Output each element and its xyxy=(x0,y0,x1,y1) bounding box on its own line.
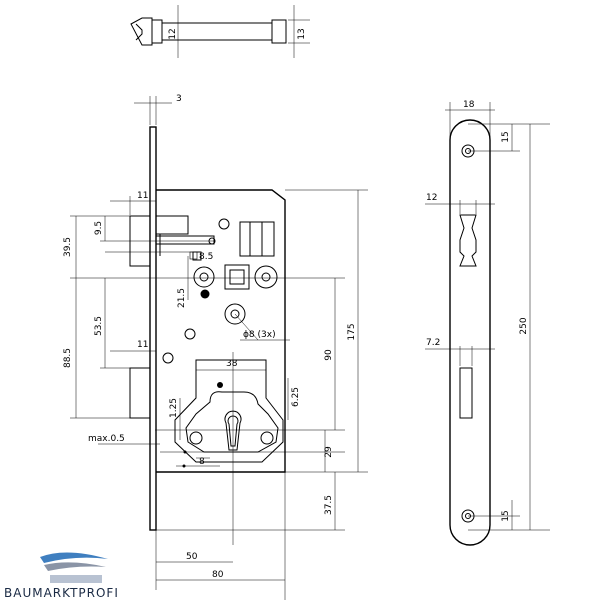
side-dim-label-250: 250 xyxy=(519,317,529,334)
latch-bolt-top-view xyxy=(130,5,310,58)
dim-label-80: 80 xyxy=(212,570,224,580)
brand-logo-swoosh xyxy=(40,552,108,583)
main-view-dimension-lines xyxy=(70,96,368,600)
dim-label-39-5: 39.5 xyxy=(63,237,73,257)
dim-label-11-mid: 11 xyxy=(137,340,148,350)
dim-label-1-25: 1.25 xyxy=(169,398,179,418)
square-symbol xyxy=(189,251,198,260)
lock-body-front-view xyxy=(129,126,286,531)
dim-label-37-5: 37.5 xyxy=(324,495,334,515)
side-dim-label-15-bottom: 15 xyxy=(501,510,511,521)
dim-label-8: 8 xyxy=(199,457,205,467)
dim-label-53-5: 53.5 xyxy=(94,316,104,336)
dim-label-175: 175 xyxy=(347,323,357,340)
dim-label-9-5: 9.5 xyxy=(94,221,104,235)
dim-label-hole-diameter: ϕ8 (3x) xyxy=(243,330,276,340)
dim-label-90: 90 xyxy=(324,349,334,361)
faceplate-side-view xyxy=(449,119,491,546)
dim-label-3: 3 xyxy=(176,94,182,104)
dim-label-38: 38 xyxy=(226,359,238,369)
dim-label-6-25: 6.25 xyxy=(291,387,301,407)
dim-label-8-5: 8.5 xyxy=(199,252,213,262)
dim-label-12-top: 12 xyxy=(168,28,178,39)
side-dim-label-7-2: 7.2 xyxy=(426,338,440,348)
side-view-dimension-lines xyxy=(425,102,550,531)
dim-label-11-top: 11 xyxy=(137,191,148,201)
dim-label-21-5: 21.5 xyxy=(177,288,187,308)
brand-name: BAUMARKTPROFI xyxy=(4,586,119,600)
dim-label-88-5: 88.5 xyxy=(63,348,73,368)
side-dim-label-18: 18 xyxy=(463,100,475,110)
dim-label-max-0-5: max.0.5 xyxy=(88,434,125,444)
dim-label-50: 50 xyxy=(186,552,198,562)
side-dim-label-15-top: 15 xyxy=(501,131,511,142)
dim-label-13-top: 13 xyxy=(297,28,307,39)
dim-label-29: 29 xyxy=(324,446,334,458)
side-dim-label-12: 12 xyxy=(426,193,437,203)
